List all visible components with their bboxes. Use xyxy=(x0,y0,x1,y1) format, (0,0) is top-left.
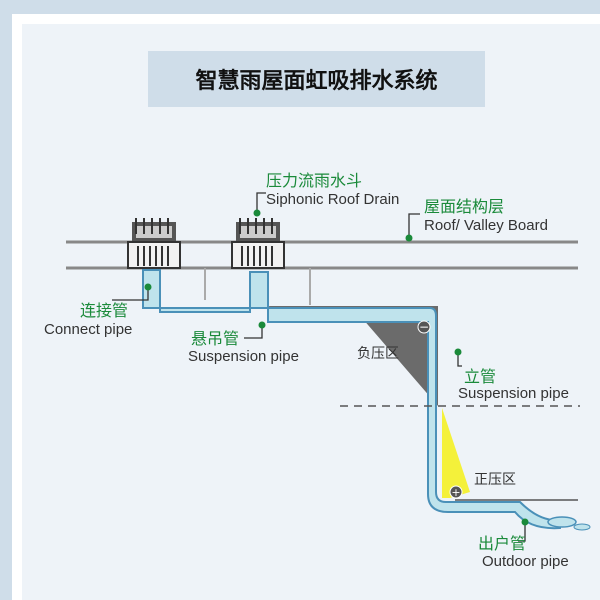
positive-pressure-zone xyxy=(442,408,470,498)
leader-lines xyxy=(112,192,526,542)
outdoor-pipe-label-cn: 出户管 xyxy=(478,534,526,553)
vertical-pipe-label-cn: 立管 xyxy=(464,367,496,386)
roof-drain-1 xyxy=(127,218,181,269)
connect-pipe-label-en: Connect pipe xyxy=(44,321,132,338)
suspension-pipe-label-en: Suspension pipe xyxy=(188,348,299,365)
connect-pipe-label-cn: 连接管 xyxy=(80,301,128,320)
negative-zone-label: 负压区 xyxy=(357,346,399,362)
vertical-pipe-label-en: Suspension pipe xyxy=(458,385,569,402)
minus-marker: − xyxy=(417,320,431,334)
drain-label-en: Siphonic Roof Drain xyxy=(266,191,399,208)
positive-zone-label: 正压区 xyxy=(474,472,516,488)
outdoor-pipe-label-en: Outdoor pipe xyxy=(482,553,569,570)
roof-label-cn: 屋面结构层 xyxy=(424,197,504,216)
negative-pressure-zone xyxy=(262,306,438,406)
roof-label-en: Roof/ Valley Board xyxy=(424,217,548,234)
svg-text:+: + xyxy=(451,486,460,499)
plus-marker: + xyxy=(449,485,463,499)
outlet-water xyxy=(547,516,591,531)
diagram-title: 智慧雨屋面虹吸排水系统 xyxy=(148,51,485,107)
leader-dots xyxy=(144,209,529,526)
drain-label-cn: 压力流雨水斗 xyxy=(266,171,362,190)
suspension-pipe-label-cn: 悬吊管 xyxy=(191,329,239,348)
svg-text:−: − xyxy=(419,320,429,334)
roof-drain-2 xyxy=(231,218,285,269)
